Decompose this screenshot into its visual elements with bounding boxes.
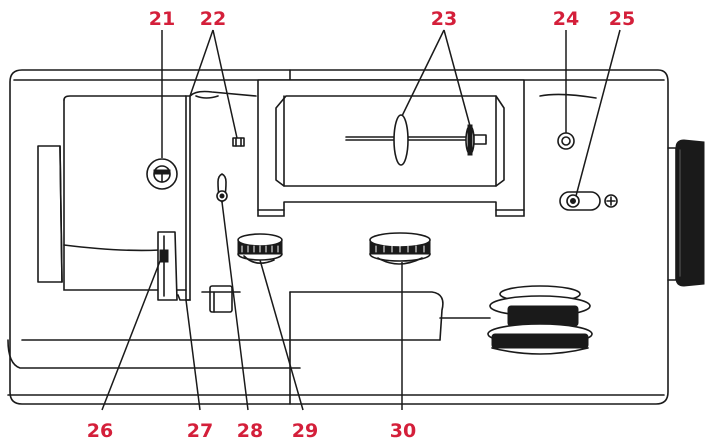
threading-channel bbox=[177, 90, 257, 301]
spool-compartment bbox=[257, 79, 525, 217]
callout-labels: 21 22 23 24 25 26 27 28 29 30 bbox=[87, 8, 635, 442]
thread-tension-dial bbox=[146, 158, 178, 190]
leader-28 bbox=[221, 201, 249, 411]
bobbin-spindle-hole bbox=[539, 93, 597, 150]
callout-27: 27 bbox=[187, 420, 213, 442]
bobbin-thread-guide bbox=[216, 173, 228, 203]
leader-29 bbox=[259, 259, 304, 411]
leader-23a bbox=[401, 29, 445, 117]
spool-pin bbox=[345, 114, 487, 166]
callout-29: 29 bbox=[292, 420, 318, 442]
leader-23b bbox=[443, 29, 471, 127]
leader-26 bbox=[101, 255, 163, 411]
head-panel bbox=[63, 95, 187, 291]
callout-24: 24 bbox=[553, 8, 579, 30]
thread-cutter bbox=[157, 231, 178, 301]
left-end-cap bbox=[37, 145, 63, 283]
pre-tension-guide bbox=[232, 137, 245, 147]
bobbin-winder bbox=[559, 191, 618, 211]
callout-30: 30 bbox=[390, 420, 416, 442]
spool-holder-stack bbox=[487, 285, 593, 355]
stitch-width-knob bbox=[237, 233, 283, 264]
callout-21: 21 bbox=[149, 8, 175, 30]
callout-23: 23 bbox=[431, 8, 457, 30]
leader-22a bbox=[189, 29, 214, 97]
callout-22: 22 bbox=[200, 8, 226, 30]
leader-22b bbox=[212, 29, 238, 139]
leader-25 bbox=[575, 29, 621, 197]
front-shelf bbox=[289, 291, 491, 341]
leader-lines bbox=[101, 29, 621, 411]
presser-foot-knob bbox=[201, 285, 241, 313]
callout-25: 25 bbox=[609, 8, 635, 30]
callout-26: 26 bbox=[87, 420, 113, 442]
callout-28: 28 bbox=[237, 420, 263, 442]
handwheel bbox=[667, 139, 705, 287]
leader-27 bbox=[185, 299, 201, 411]
stitch-length-knob bbox=[369, 232, 431, 265]
